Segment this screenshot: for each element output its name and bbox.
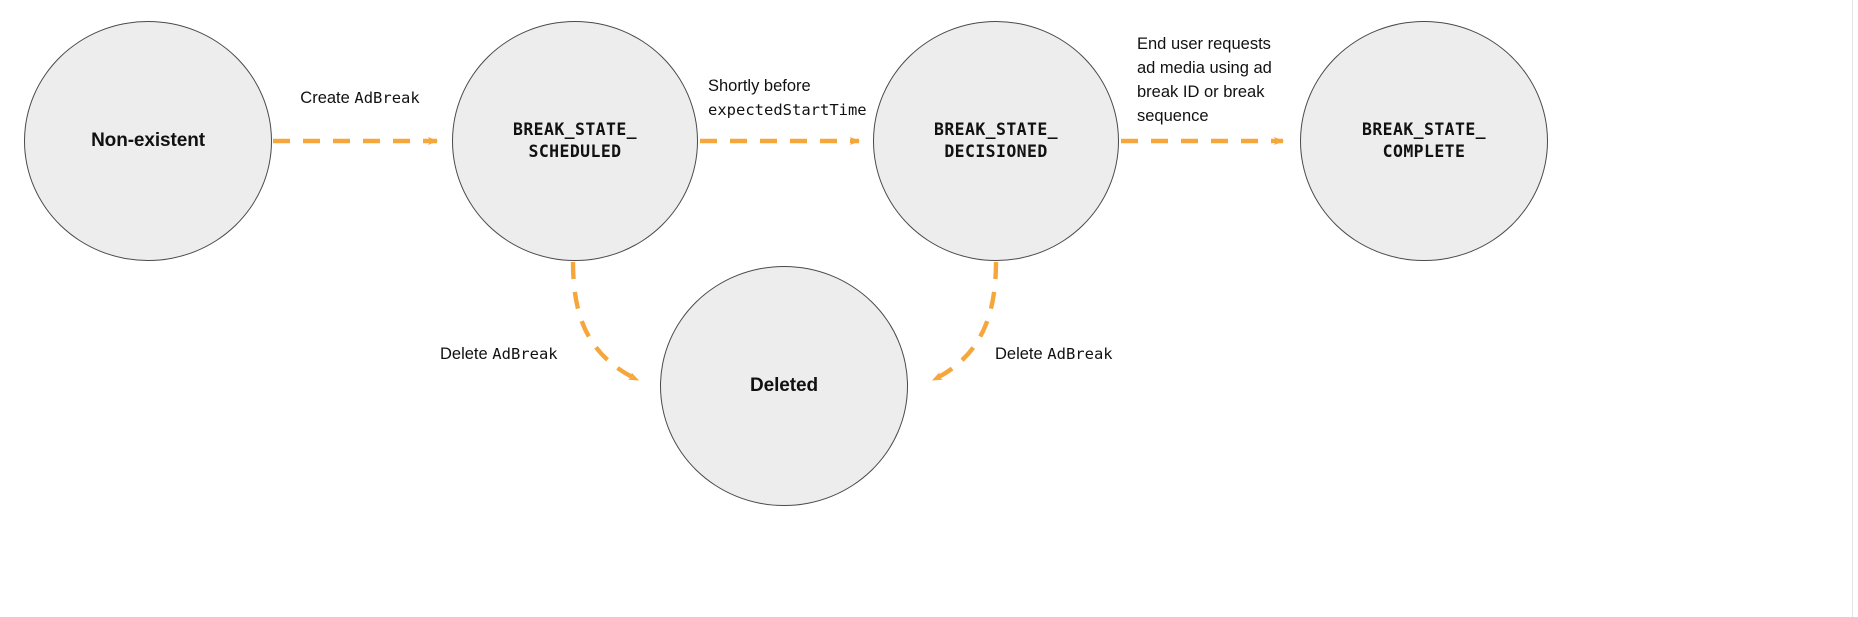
state-node-label-line-2: DECISIONED [944, 142, 1048, 161]
state-node-non-existent[interactable]: Non-existent [24, 21, 272, 261]
edge-label-text-mono: AdBreak [354, 89, 420, 107]
edge-label-line-1: Shortly before [708, 77, 811, 95]
state-node-break-state-scheduled[interactable]: BREAK_STATE_ SCHEDULED [452, 21, 698, 261]
state-node-label-line-1: BREAK_STATE_ [933, 120, 1058, 140]
edge-label-line-1: End user requests [1137, 35, 1271, 53]
state-node-label: Deleted [750, 375, 818, 397]
edge-delete-adbreak-from-scheduled [570, 261, 640, 382]
state-node-deleted[interactable]: Deleted [660, 266, 908, 506]
edge-label-text-sans: Delete [995, 345, 1048, 363]
edge-label-line-4: sequence [1137, 106, 1209, 125]
edge-label-end-user-requests-ad-media: End user requests ad media using ad break … [1137, 33, 1317, 129]
edge-label-delete-adbreak-from-decisioned: Delete AdBreak [995, 343, 1155, 367]
edge-label-line-2: ad media using ad [1137, 58, 1272, 77]
state-node-label: BREAK_STATE_ DECISIONED [934, 119, 1058, 163]
edge-label-line-3: break ID or break [1137, 82, 1265, 101]
state-node-label: Non-existent [91, 130, 205, 152]
page-right-border [1852, 0, 1853, 617]
edge-label-text-mono: AdBreak [1047, 345, 1113, 363]
state-node-label-line-2: SCHEDULED [528, 142, 622, 161]
edge-label-line-2: expectedStartTime [708, 100, 867, 119]
state-node-label-line-2: COMPLETE [1382, 142, 1466, 161]
edge-label-delete-adbreak-from-scheduled: Delete AdBreak [440, 343, 600, 367]
edge-label-create-adbreak: Create AdBreak [290, 87, 430, 111]
state-node-label: BREAK_STATE_ COMPLETE [1362, 119, 1486, 163]
edge-delete-adbreak-from-decisioned [931, 261, 999, 382]
edge-label-shortly-before-expected-start-time: Shortly before expectedStartTime [708, 75, 888, 123]
state-node-break-state-decisioned[interactable]: BREAK_STATE_ DECISIONED [873, 21, 1119, 261]
state-node-break-state-complete[interactable]: BREAK_STATE_ COMPLETE [1300, 21, 1548, 261]
state-node-label: BREAK_STATE_ SCHEDULED [513, 119, 637, 163]
edge-label-text-sans: Delete [440, 345, 493, 363]
edge-label-text-mono: AdBreak [492, 345, 558, 363]
edge-label-text-sans: Create [300, 89, 355, 107]
state-node-label-line-1: BREAK_STATE_ [512, 120, 637, 140]
state-node-label-line-1: BREAK_STATE_ [1361, 120, 1486, 140]
